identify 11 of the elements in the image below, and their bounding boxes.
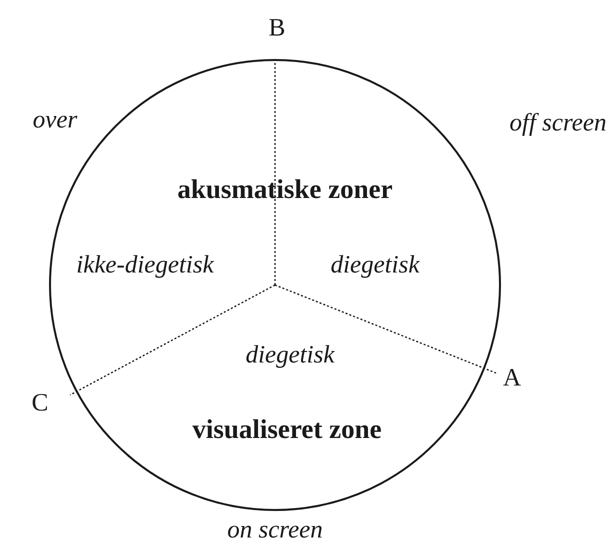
zone-title: akusmatiske zoner [177, 175, 393, 205]
sector-label: ikke-diegetisk [76, 251, 214, 279]
sector-label: diegetisk [330, 251, 420, 279]
zone-label: over [32, 106, 78, 134]
point-label: C [32, 389, 48, 417]
sector-label: diegetisk [246, 341, 334, 369]
point-label: B [268, 14, 286, 42]
zone-title: visualiseret zone [192, 415, 382, 445]
point-label: A [502, 364, 522, 392]
zone-label: on screen [227, 516, 323, 544]
zone-label: off screen [510, 109, 606, 137]
